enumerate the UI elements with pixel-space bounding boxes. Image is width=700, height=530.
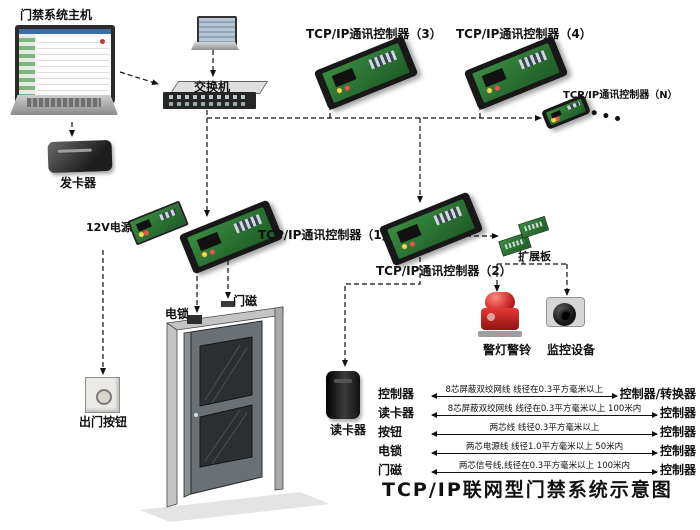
- double-arrow-line: [431, 469, 658, 475]
- row-from: 门磁: [378, 463, 403, 477]
- double-arrow-line: [431, 431, 658, 437]
- row-to: 控制器: [659, 425, 696, 439]
- row-to: 控制器: [659, 444, 696, 458]
- client-laptop-icon: [197, 16, 237, 46]
- row-to: 控制器: [659, 463, 696, 477]
- row-spec: 8芯屏蔽双绞网线 线径在0.3平方毫米以上: [445, 385, 604, 395]
- double-arrow-line: [431, 412, 658, 418]
- row-from: 读卡器: [378, 406, 415, 420]
- host-laptop-keyboard: [10, 95, 118, 115]
- expansion-label: 扩展板: [518, 250, 551, 263]
- row-spec: 两芯信号线,线径在0.3平方毫米以上 100米内: [458, 461, 631, 471]
- row-from: 控制器: [378, 387, 415, 401]
- row-cable: 两芯信号线,线径在0.3平方毫米以上 100米内: [431, 454, 658, 475]
- door-sensor-icon: [221, 301, 234, 307]
- row-spec: 两芯线 线径0.3平方毫米以上: [489, 423, 600, 433]
- controller4-label: TCP/IP通讯控制器（4）: [456, 27, 592, 41]
- electric-lock-icon: [187, 315, 202, 324]
- row-cable: 两芯线 线径0.3平方毫米以上: [431, 416, 658, 437]
- table-row: 控制器 8芯屏蔽双绞网线 线径在0.3平方毫米以上 控制器/转换器: [378, 382, 696, 401]
- host-label: 门禁系统主机: [20, 8, 93, 22]
- exit-button-label: 出门按钮: [79, 415, 128, 429]
- client-laptop-keyboard: [191, 42, 239, 50]
- card-reader-label: 读卡器: [330, 423, 367, 437]
- row-spec: 两芯电源线 线径1.0平方毫米以上 50米内: [465, 442, 624, 452]
- controllerN-label: TCP/IP通讯控制器（N）: [563, 90, 678, 101]
- alarm-label: 警灯警铃: [483, 343, 532, 357]
- table-row: 按钮 两芯线 线径0.3平方毫米以上 控制器: [378, 420, 696, 439]
- row-from: 按钮: [378, 425, 403, 439]
- network-switch-icon: [163, 92, 256, 109]
- controller3-label: TCP/IP通讯控制器（3）: [306, 27, 442, 41]
- exit-button-icon: [85, 377, 120, 413]
- camera-label: 监控设备: [547, 343, 596, 357]
- diagram-title: TCP/IP联网型门禁系统示意图: [382, 479, 673, 501]
- row-cable: 两芯电源线 线径1.0平方毫米以上 50米内: [431, 435, 658, 456]
- switch-label: 交换机: [194, 80, 231, 94]
- card-issuer-icon: [47, 139, 113, 174]
- row-to: 控制器: [659, 406, 696, 420]
- row-to: 控制器/转换器: [619, 387, 696, 401]
- card-issuer-label: 发卡器: [60, 176, 97, 190]
- table-row: 电锁 两芯电源线 线径1.0平方毫米以上 50米内 控制器: [378, 439, 696, 458]
- row-cable: 8芯屏蔽双绞网线 线径在0.3平方毫米以上: [431, 378, 618, 399]
- door-sensor-label: 门磁: [233, 294, 258, 308]
- card-reader-icon: [326, 371, 360, 419]
- controller1-label: TCP/IP通讯控制器（1）: [258, 228, 394, 242]
- alarm-beacon-icon: [478, 292, 522, 338]
- wiring-spec-table: 控制器 8芯屏蔽双绞网线 线径在0.3平方毫米以上 控制器/转换器 读卡器 8芯…: [378, 382, 696, 477]
- row-from: 电锁: [378, 444, 403, 458]
- table-row: 门磁 两芯信号线,线径在0.3平方毫米以上 100米内 控制器: [378, 458, 696, 477]
- double-arrow-line: [431, 393, 618, 399]
- door-icon: [140, 301, 330, 522]
- row-spec: 8芯屏蔽双绞网线 线径在0.3平方毫米以上 100米内: [447, 404, 642, 414]
- double-arrow-line: [431, 450, 658, 456]
- electric-lock-label: 电锁: [165, 307, 190, 321]
- row-cable: 8芯屏蔽双绞网线 线径在0.3平方毫米以上 100米内: [431, 397, 658, 418]
- host-laptop-icon: [15, 25, 115, 103]
- dome-camera-icon: [546, 297, 585, 331]
- controller2-label: TCP/IP通讯控制器（2）: [376, 264, 512, 278]
- table-row: 读卡器 8芯屏蔽双绞网线 线径在0.3平方毫米以上 100米内 控制器: [378, 401, 696, 420]
- power-supply-label: 12V电源: [86, 221, 132, 234]
- host-screen: [19, 29, 111, 99]
